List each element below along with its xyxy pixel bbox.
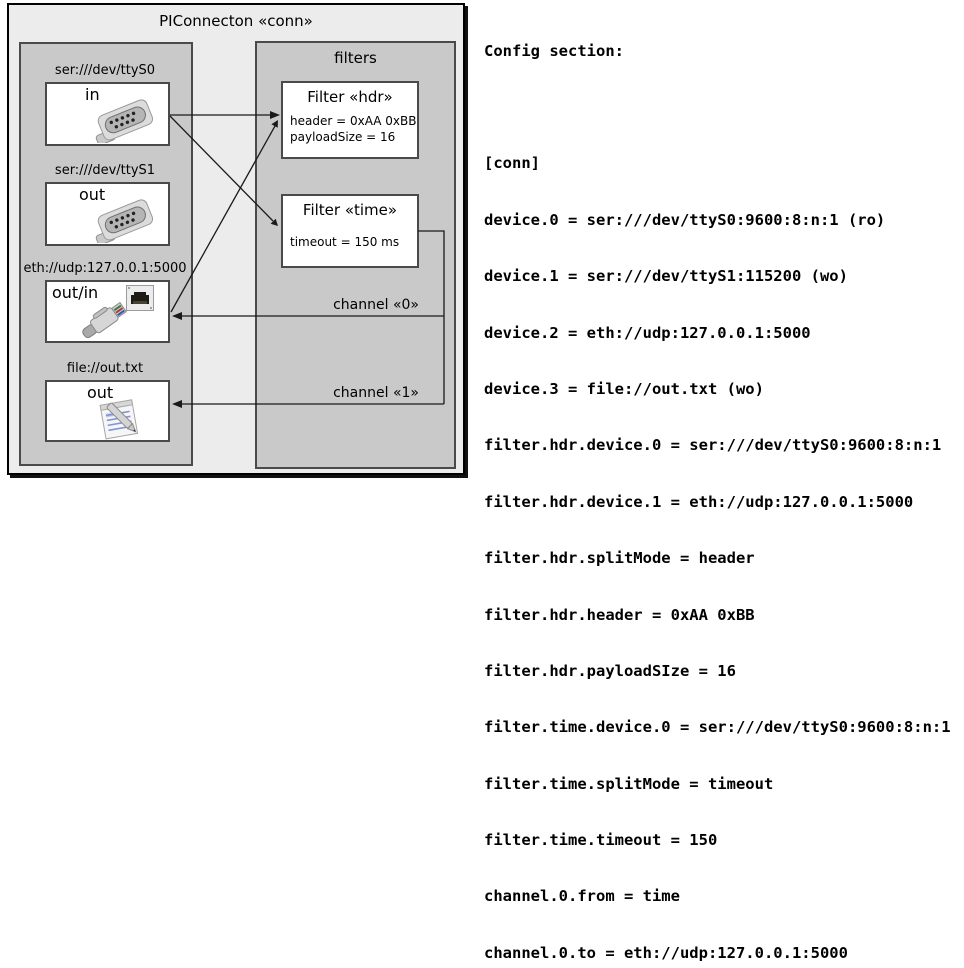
device-box-ser1-out: out	[45, 182, 170, 246]
device-label-eth: eth://udp:127.0.0.1:5000	[23, 261, 187, 276]
device-direction: in	[85, 85, 100, 104]
config-line: device.0 = ser:///dev/ttyS0:9600:8:n:1 (…	[484, 210, 886, 229]
filter-title: Filter «time»	[302, 201, 398, 219]
config-line: device.3 = file://out.txt (wo)	[484, 379, 764, 398]
filter-attr: payloadSize = 16	[290, 130, 396, 144]
filter-title: Filter «hdr»	[307, 88, 393, 106]
device-box-file-out: out	[45, 380, 170, 442]
device-direction: out	[79, 185, 106, 204]
config-line: filter.time.timeout = 150	[484, 831, 718, 850]
config-line: filter.hdr.header = 0xAA 0xBB	[484, 605, 755, 624]
filter-box-hdr: Filter «hdr» header = 0xAA 0xBB payloadS…	[281, 81, 419, 159]
device-direction: out	[87, 383, 114, 402]
config-line: channel.0.from = time	[484, 887, 680, 906]
devices-panel: ser:///dev/ttyS0 in ser:///dev/ttyS1 out	[19, 42, 193, 466]
notepad-pen-image	[99, 399, 139, 440]
ethernet-port-image	[126, 285, 154, 311]
device-box-ser0-in: in	[45, 82, 170, 146]
device-box-eth-outin: out/in	[45, 280, 170, 343]
config-line: filter.hdr.device.0 = ser:///dev/ttyS0:9…	[484, 436, 942, 455]
device-label-ser0: ser:///dev/ttyS0	[54, 63, 156, 78]
config-line: device.2 = eth://udp:127.0.0.1:5000	[484, 323, 811, 342]
channel-0-label: channel «0»	[333, 297, 419, 313]
config-heading: Config section:	[484, 41, 624, 60]
filter-box-time: Filter «time» timeout = 150 ms	[281, 194, 419, 268]
serial-connector-image	[95, 99, 154, 143]
config-line: channel.0.to = eth://udp:127.0.0.1:5000	[484, 943, 848, 962]
config-line: filter.hdr.device.1 = eth://udp:127.0.0.…	[484, 492, 914, 511]
serial-connector-image	[95, 199, 154, 243]
connection-package: PIConnecton «conn» ser:///dev/ttyS0 in s…	[7, 3, 465, 475]
config-section: Config section: [conn] device.0 = ser://…	[484, 4, 960, 968]
config-line: device.1 = ser:///dev/ttyS1:115200 (wo)	[484, 267, 848, 286]
config-line: filter.time.device.0 = ser:///dev/ttyS0:…	[484, 718, 951, 737]
device-label-file: file://out.txt	[66, 361, 144, 376]
channel-1-label: channel «1»	[333, 385, 419, 401]
filter-attr: timeout = 150 ms	[290, 235, 400, 249]
device-direction: out/in	[52, 283, 99, 302]
config-line: filter.time.splitMode = timeout	[484, 774, 774, 793]
ethernet-cable-image	[82, 301, 127, 339]
device-label-ser1: ser:///dev/ttyS1	[54, 163, 156, 178]
package-title: PIConnecton «conn»	[159, 12, 313, 30]
filters-panel-title: filters	[334, 49, 377, 67]
config-section-name: [conn]	[484, 154, 540, 173]
config-spacer	[484, 98, 960, 117]
filter-attr: header = 0xAA 0xBB	[290, 114, 417, 128]
config-line: filter.hdr.payloadSIze = 16	[484, 661, 736, 680]
config-line: filter.hdr.splitMode = header	[484, 549, 755, 568]
